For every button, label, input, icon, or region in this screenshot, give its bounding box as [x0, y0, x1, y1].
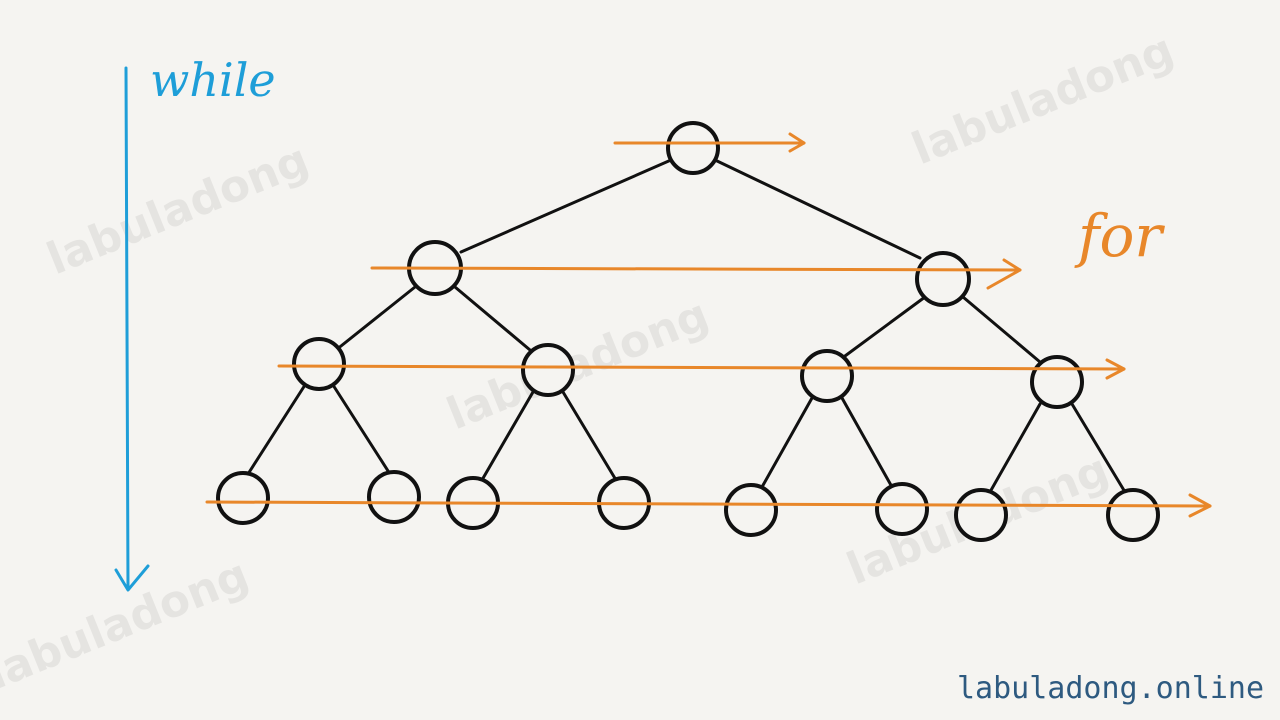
watermark: labuladong [40, 134, 316, 285]
watermark: labuladong [905, 24, 1181, 175]
tree-node [800, 349, 854, 403]
tree-edge [334, 285, 417, 352]
while-arrow [114, 66, 150, 592]
tree-node [954, 488, 1008, 542]
site-footer-label: labuladong.online [956, 671, 1264, 706]
tree-node [915, 251, 971, 307]
tree-edge [459, 158, 673, 254]
tree-edge [1070, 402, 1127, 494]
tree-node [367, 470, 421, 524]
tree-edge [480, 390, 535, 482]
while-label: while [150, 53, 276, 107]
tree-edge [561, 390, 618, 482]
for-label: for [1074, 202, 1165, 270]
tree-edge [331, 383, 392, 476]
tree-node [875, 482, 929, 536]
tree-edge [988, 402, 1042, 494]
tree-node-root [666, 121, 720, 175]
tree-edge [843, 295, 927, 358]
tree-edge [961, 295, 1042, 364]
tree-edge [246, 383, 307, 476]
tree-node [216, 471, 270, 525]
tree-edge [760, 396, 814, 489]
tree-node [1106, 488, 1160, 542]
tree-edge [840, 396, 894, 489]
tree-edge [713, 158, 922, 260]
watermark-group: labuladong labuladong labuladong labulad… [0, 24, 1181, 700]
for-arrow-level-2 [370, 258, 1022, 290]
tree-node [292, 337, 346, 391]
for-arrow-level-1 [613, 132, 806, 153]
for-arrow-level-3 [277, 358, 1126, 380]
tree-node [521, 343, 575, 397]
for-arrows [205, 132, 1212, 518]
tree-node [724, 483, 778, 537]
for-arrow-level-4 [205, 493, 1212, 518]
tree-node [1030, 355, 1084, 409]
tree-edges [246, 158, 1127, 494]
tree-edge [453, 285, 532, 352]
